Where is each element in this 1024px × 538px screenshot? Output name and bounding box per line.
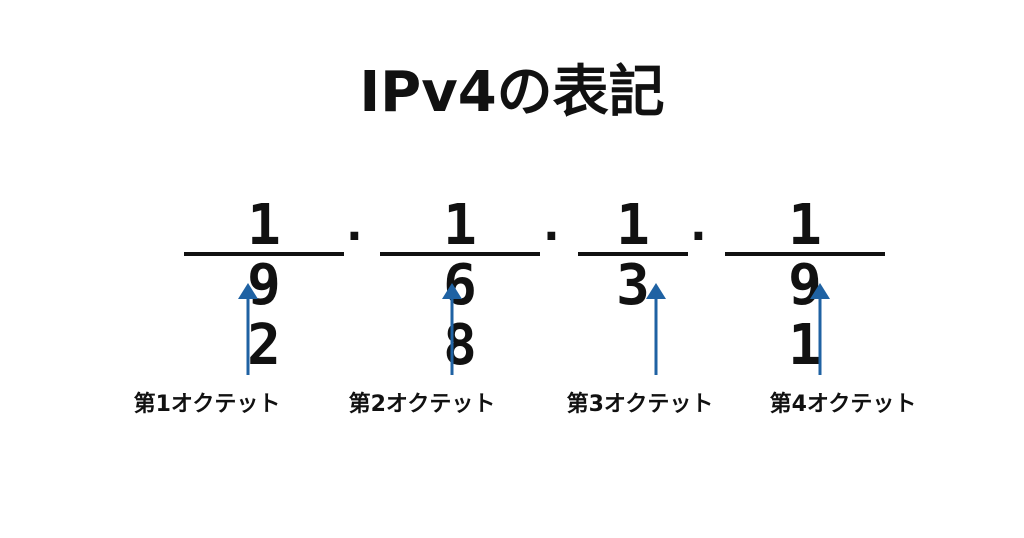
octet-4-label: 第4オクテット	[769, 392, 917, 417]
octet-2-underline	[380, 252, 540, 256]
diagram-title: IPv4の表記	[359, 60, 665, 125]
octet-4-underline	[725, 252, 885, 256]
octet-1: 1 9 2	[184, 196, 344, 376]
arrow-up-icon	[442, 283, 462, 375]
octet-1-label: 第1オクテット	[133, 392, 281, 417]
arrow-up-icon	[646, 283, 666, 375]
octet-3-value: 1 3	[616, 193, 668, 318]
arrow-up-icon	[810, 283, 830, 375]
octet-3-underline	[578, 252, 688, 256]
arrow-up-icon	[238, 283, 258, 375]
octet-1-value: 1 9 2	[247, 193, 299, 378]
octet-separator-2: .	[543, 200, 560, 251]
octet-2-label: 第2オクテット	[348, 392, 496, 417]
octet-3: 1 3	[578, 196, 688, 316]
octet-separator-1: .	[346, 200, 363, 251]
octet-2-value: 1 6 8	[443, 193, 495, 378]
octet-3-label: 第3オクテット	[566, 392, 714, 417]
octet-4-value: 1 9 1	[788, 193, 840, 378]
octet-2: 1 6 8	[380, 196, 540, 376]
octet-separator-3: .	[690, 200, 707, 251]
octet-1-underline	[184, 252, 344, 256]
octet-4: 1 9 1	[725, 196, 885, 376]
